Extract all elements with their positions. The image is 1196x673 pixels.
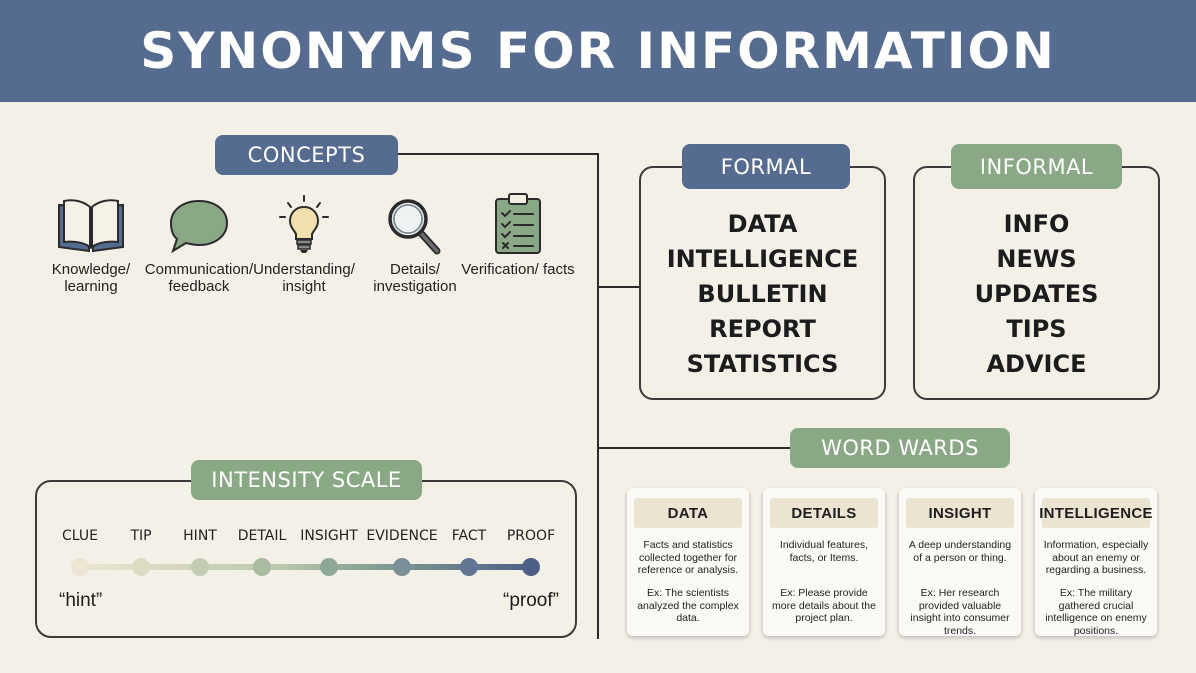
- intensity-level-label: PROOF: [506, 528, 556, 544]
- magnifier-icon: [388, 199, 441, 255]
- intensity-level-label: TIP: [130, 528, 152, 544]
- informal-header-label: INFORMAL: [979, 154, 1094, 179]
- formal-word: DATA: [727, 210, 798, 238]
- intensity-dot: [132, 558, 150, 576]
- speech-bubble-icon: [169, 199, 229, 254]
- concept-label: Verification/ facts: [461, 261, 575, 278]
- intensity-scale-header-label: INTENSITY SCALE: [211, 468, 402, 492]
- concept-details: Details/ investigation: [355, 195, 475, 295]
- intensity-dot: [522, 558, 540, 576]
- intensity-level-label: EVIDENCE: [366, 528, 438, 544]
- connector-line: [597, 286, 640, 288]
- intensity-dot: [253, 558, 271, 576]
- word-card-definition: Information, especially about an enemy o…: [1043, 539, 1149, 576]
- informal-word-list: INFO NEWS UPDATES TIPS ADVICE: [913, 207, 1160, 382]
- informal-header: INFORMAL: [951, 144, 1122, 189]
- formal-header-label: FORMAL: [720, 154, 812, 179]
- concept-label: Details/ investigation: [373, 261, 457, 295]
- word-card-intelligence: INTELLIGENCE Information, especially abo…: [1035, 488, 1157, 637]
- word-card-definition: Individual features, facts, or Items.: [779, 539, 869, 564]
- concept-label: Communication/ feedback: [144, 261, 254, 295]
- lightbulb-icon: [279, 195, 329, 253]
- concept-label: Knowledge/ learning: [51, 261, 131, 295]
- intensity-dot: [320, 558, 338, 576]
- informal-word: INFO: [1003, 210, 1070, 238]
- intensity-level-label: DETAIL: [237, 528, 287, 544]
- word-card-definition: A deep understanding of a person or thin…: [908, 539, 1012, 564]
- word-card-example: Ex: Her research provided valuable insig…: [910, 587, 1010, 637]
- formal-word-list: DATA INTELLIGENCE BULLETIN REPORT STATIS…: [639, 207, 886, 382]
- intensity-dot: [191, 558, 209, 576]
- connector-line: [597, 153, 599, 639]
- word-wards-header-label: WORD WARDS: [821, 436, 979, 460]
- concept-label: Understanding/ insight: [253, 261, 355, 295]
- word-card-example: Ex: The military gathered crucial intell…: [1045, 587, 1147, 637]
- concept-knowledge: Knowledge/ learning: [31, 195, 151, 295]
- word-wards-header: WORD WARDS: [790, 428, 1010, 468]
- intensity-right-quote: “proof”: [503, 590, 559, 611]
- intensity-level-label: FACT: [451, 528, 487, 544]
- concept-communication: Communication/ feedback: [139, 195, 259, 295]
- word-card-example: Ex: The scientists analyzed the complex …: [637, 587, 739, 624]
- word-card-definition: Facts and statistics collected together …: [637, 539, 739, 576]
- word-card-data: DATA Facts and statistics collected toge…: [627, 488, 749, 636]
- informal-word: UPDATES: [974, 280, 1099, 308]
- word-card-details: DETAILS Individual features, facts, or I…: [763, 488, 885, 636]
- book-icon: [58, 199, 124, 253]
- intensity-level-label: INSIGHT: [300, 528, 358, 544]
- word-card-term: DATA: [634, 498, 742, 528]
- intensity-dot: [460, 558, 478, 576]
- concept-understanding: Understanding/ insight: [244, 195, 364, 295]
- intensity-left-quote: “hint”: [59, 590, 103, 611]
- intensity-track: [80, 564, 532, 570]
- informal-word: TIPS: [1006, 315, 1067, 343]
- formal-word: REPORT: [709, 315, 816, 343]
- word-card-example: Ex: Please provide more details about th…: [772, 587, 876, 624]
- word-card-insight: INSIGHT A deep understanding of a person…: [899, 488, 1021, 637]
- clipboard-checklist-icon: [495, 193, 541, 254]
- intensity-scale-box: [35, 480, 577, 638]
- informal-word: ADVICE: [986, 350, 1087, 378]
- concept-verification: Verification/ facts: [458, 193, 578, 278]
- intensity-dot: [393, 558, 411, 576]
- concepts-header-label: CONCEPTS: [247, 143, 366, 167]
- intensity-level-label: CLUE: [62, 528, 98, 544]
- title-banner: SYNONYMS FOR INFORMATION: [0, 0, 1196, 102]
- formal-word: BULLETIN: [697, 280, 828, 308]
- formal-word: STATISTICS: [686, 350, 839, 378]
- page-title: SYNONYMS FOR INFORMATION: [140, 22, 1056, 80]
- word-card-term: DETAILS: [770, 498, 878, 528]
- formal-word: INTELLIGENCE: [666, 245, 859, 273]
- concepts-header: CONCEPTS: [215, 135, 398, 175]
- connector-line: [398, 153, 598, 155]
- word-card-term: INSIGHT: [906, 498, 1014, 528]
- informal-word: NEWS: [996, 245, 1077, 273]
- word-card-term: INTELLIGENCE: [1039, 498, 1153, 528]
- connector-line: [597, 447, 790, 449]
- formal-header: FORMAL: [682, 144, 850, 189]
- intensity-dot: [71, 558, 89, 576]
- intensity-scale-header: INTENSITY SCALE: [191, 460, 422, 500]
- intensity-level-label: HINT: [183, 528, 217, 544]
